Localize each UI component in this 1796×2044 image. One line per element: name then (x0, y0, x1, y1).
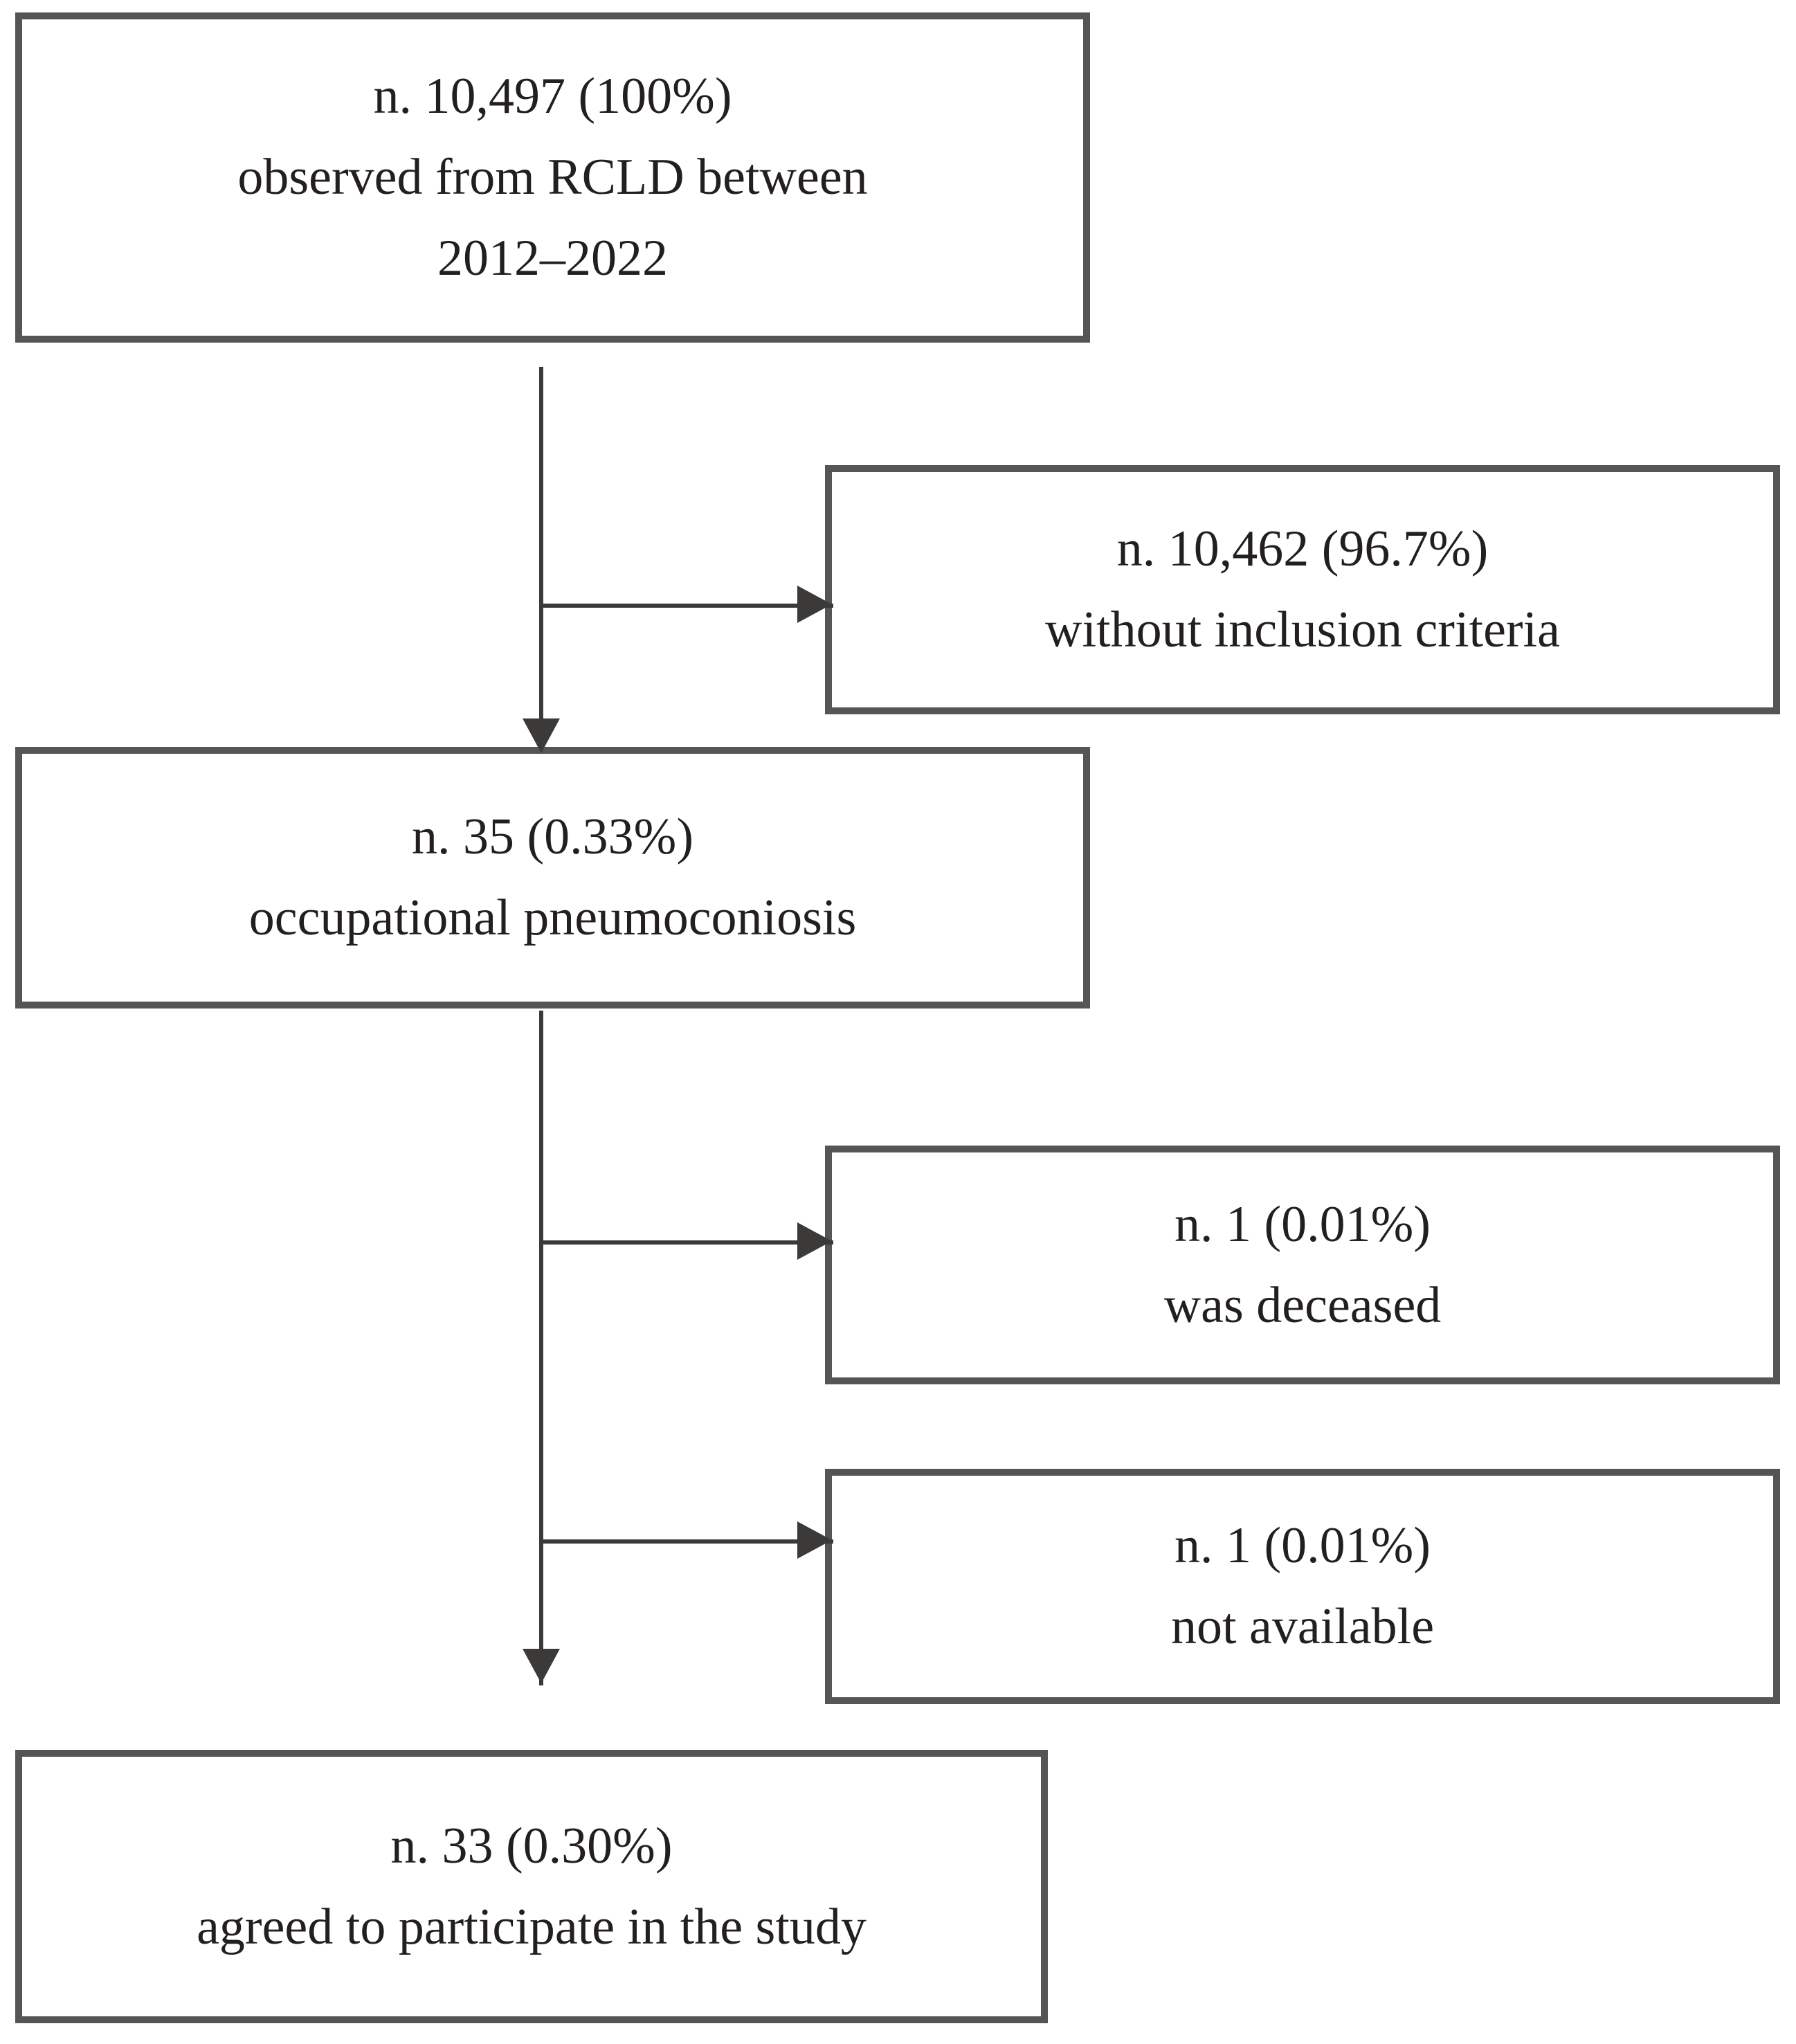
flow-node-pneumoconiosis: n. 35 (0.33%) occupational pneumoconiosi… (15, 747, 1090, 1009)
arrow-down-icon-to-pneumoconiosis (523, 718, 560, 753)
flow-node-deceased-count: n. 1 (0.01%) (1174, 1195, 1431, 1253)
flow-node-not-available: n. 1 (0.01%) not available (825, 1469, 1780, 1704)
arrow-right-icon-to-excluded (797, 586, 832, 623)
arrow-right-icon-to-not-available (797, 1521, 832, 1559)
arrow-right-icon-to-deceased (797, 1222, 832, 1260)
flow-node-total-desc-2: 2012–2022 (437, 229, 668, 287)
flow-node-pneumoconiosis-desc-1: occupational pneumoconiosis (248, 889, 857, 946)
connector-pneumoconiosis-to-agreed (539, 1011, 543, 1685)
arrow-down-icon-to-agreed (523, 1649, 560, 1683)
flow-node-not-available-count: n. 1 (0.01%) (1174, 1517, 1431, 1575)
flow-node-total-desc-1: observed from RCLD between (237, 149, 868, 206)
flow-node-agreed: n. 33 (0.30%) agreed to participate in t… (15, 1750, 1048, 2023)
flow-node-pneumoconiosis-count: n. 35 (0.33%) (412, 808, 693, 866)
connector-total-to-pneumoconiosis (539, 367, 543, 721)
flow-node-total: n. 10,497 (100%) observed from RCLD betw… (15, 12, 1090, 343)
connector-pneumoconiosis-to-not-available (539, 1539, 833, 1544)
flow-node-excluded-count: n. 10,462 (96.7%) (1116, 521, 1489, 578)
flow-node-total-count: n. 10,497 (100%) (373, 68, 732, 125)
flow-node-excluded: n. 10,462 (96.7%) without inclusion crit… (825, 465, 1780, 714)
connector-pneumoconiosis-to-deceased (539, 1240, 833, 1245)
flow-node-agreed-desc-1: agreed to participate in the study (197, 1898, 867, 1955)
flow-node-excluded-desc-1: without inclusion criteria (1045, 602, 1560, 658)
flow-node-deceased: n. 1 (0.01%) was deceased (825, 1146, 1780, 1384)
flow-node-not-available-desc-1: not available (1170, 1598, 1435, 1655)
flow-node-agreed-count: n. 33 (0.30%) (390, 1817, 673, 1874)
flow-node-deceased-desc-1: was deceased (1163, 1276, 1442, 1334)
connector-total-to-excluded (539, 604, 833, 608)
